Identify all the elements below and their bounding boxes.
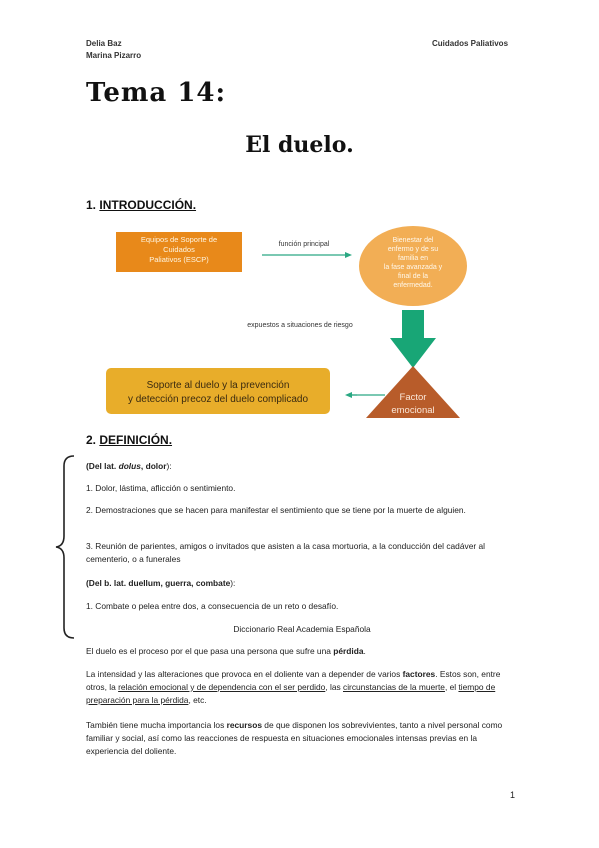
soporte-box-line-2: y detección precoz del duelo complicado bbox=[128, 394, 309, 405]
section-2-number: 2. bbox=[86, 433, 97, 447]
paragraph-2: La intensidad y las alteraciones que pro… bbox=[86, 669, 501, 705]
arrow-head-right bbox=[345, 252, 352, 258]
definition-curly-brace bbox=[55, 455, 75, 639]
header-author-1: Delia Baz bbox=[86, 39, 122, 48]
escp-box-line-1: Equipos de Soporte de bbox=[141, 235, 217, 244]
escp-box bbox=[116, 232, 242, 272]
bienestar-ellipse bbox=[359, 226, 467, 306]
ellipse-line-4: la fase avanzada y bbox=[384, 264, 443, 271]
page-number: 1 bbox=[509, 790, 515, 800]
arrow-label-funcion: función principal bbox=[279, 241, 330, 248]
intro-diagram: Equipos de Soporte de Cuidados Paliativo… bbox=[106, 226, 467, 418]
etymology-2: (Del b. lat. duellum, guerra, combate): bbox=[86, 578, 236, 588]
ellipse-line-2: enfermo y de su bbox=[388, 246, 438, 253]
definition-3: 3. Reunión de parientes, amigos o invita… bbox=[86, 541, 485, 564]
ellipse-line-3: familia en bbox=[398, 255, 428, 262]
ellipse-line-6: enfermedad. bbox=[393, 282, 432, 289]
lesson-number-title: Tema 14: bbox=[86, 78, 227, 108]
escp-box-line-2: Cuidados bbox=[163, 245, 195, 254]
definition-2: 2. Demostraciones que se hacen para mani… bbox=[86, 505, 466, 515]
section-1-title: INTRODUCCIÓN. bbox=[99, 198, 197, 212]
paragraph-3: También tiene mucha importancia los recu… bbox=[86, 720, 503, 756]
triangle-line-2: emocional bbox=[391, 405, 434, 416]
section-2-heading: 2. DEFINICIÓN. bbox=[86, 433, 172, 447]
arrow-head-left bbox=[345, 392, 352, 398]
factor-emocional-triangle bbox=[366, 366, 460, 418]
header-author-2: Marina Pizarro bbox=[86, 51, 142, 60]
paragraph-1: El duelo es el proceso por el que pasa u… bbox=[86, 646, 366, 656]
escp-box-line-3: Paliativos (ESCP) bbox=[149, 255, 209, 264]
down-arrow-icon bbox=[390, 310, 436, 368]
section-1-heading: 1. INTRODUCCIÓN. bbox=[86, 198, 196, 212]
arrow-label-riesgo: expuestos a situaciones de riesgo bbox=[247, 322, 353, 329]
definition-source: Diccionario Real Academia Española bbox=[233, 624, 371, 634]
soporte-duelo-box bbox=[106, 368, 330, 414]
definition-1: 1. Dolor, lástima, aflicción o sentimien… bbox=[86, 483, 236, 493]
header-course: Cuidados Paliativos bbox=[432, 39, 509, 48]
ellipse-line-1: Bienestar del bbox=[393, 237, 434, 244]
section-1-number: 1. bbox=[86, 198, 97, 212]
etymology-1: (Del lat. dolus, dolor): bbox=[86, 461, 172, 471]
section-2-title: DEFINICIÓN. bbox=[99, 433, 173, 447]
definition-4: 1. Combate o pelea entre dos, a consecue… bbox=[86, 601, 339, 611]
triangle-line-1: Factor bbox=[400, 392, 427, 403]
lesson-topic-title: El duelo. bbox=[245, 132, 354, 158]
ellipse-line-5: final de la bbox=[398, 273, 428, 280]
soporte-box-line-1: Soporte al duelo y la prevención bbox=[147, 380, 290, 391]
